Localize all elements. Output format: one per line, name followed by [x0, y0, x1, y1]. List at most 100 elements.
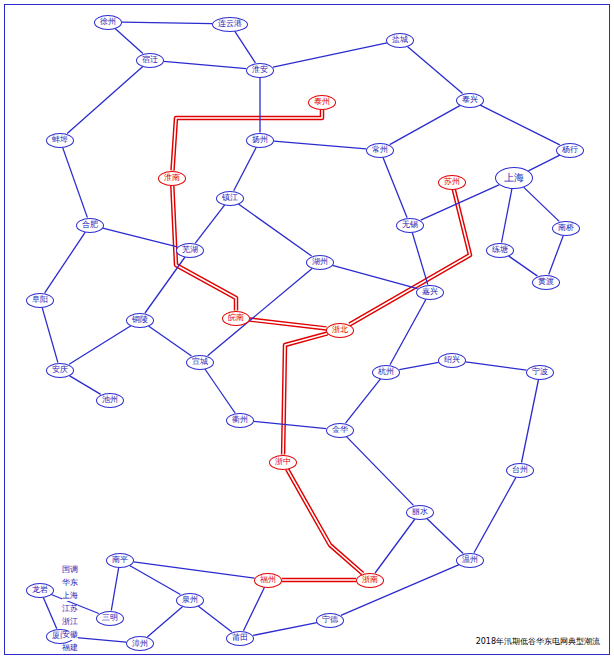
- substation-node: 泰兴: [456, 93, 484, 108]
- station-name: 南平: [112, 556, 128, 564]
- substation-node: 杭州: [372, 365, 400, 380]
- station-name: 泰州: [314, 98, 330, 106]
- line-stroke: [412, 232, 428, 284]
- line-stroke: [346, 379, 381, 423]
- transmission-line: [69, 326, 131, 365]
- line-stroke: [198, 606, 232, 632]
- line-inner: [350, 189, 471, 324]
- station-name: 扬州: [252, 136, 268, 144]
- station-name: 宁波: [532, 368, 548, 376]
- line-stroke: [250, 320, 327, 329]
- transmission-line: [549, 235, 564, 274]
- substation-node: 无锡: [396, 218, 424, 233]
- line-stroke: [399, 362, 438, 369]
- uhv-substation: 福州: [254, 573, 282, 588]
- substation-node: 连云港: [212, 17, 248, 32]
- substation-node: 温州: [456, 553, 484, 568]
- line-stroke: [134, 562, 255, 578]
- substation-node: 练塘: [486, 243, 514, 258]
- line-stroke: [509, 256, 538, 276]
- line-stroke: [390, 105, 461, 144]
- line-stroke: [347, 437, 414, 506]
- transmission-line: [427, 519, 463, 554]
- substation-node: 芜湖: [176, 243, 204, 258]
- station-name: 宿迁: [142, 56, 158, 64]
- transmission-line: [195, 205, 224, 243]
- transmission-line: [122, 22, 212, 24]
- substation-node: 漳州: [126, 636, 154, 651]
- line-stroke: [234, 147, 257, 191]
- transmission-line: [145, 257, 185, 313]
- station-name: 常州: [372, 146, 388, 154]
- line-stroke: [69, 326, 131, 365]
- line-stroke: [282, 578, 356, 583]
- transmission-line: [164, 61, 246, 68]
- substation-node: 湖州: [306, 255, 334, 270]
- line-stroke: [283, 333, 327, 454]
- line-stroke: [407, 46, 462, 93]
- substation-node: 扬州: [246, 133, 274, 148]
- station-name: 练塘: [492, 246, 508, 254]
- line-stroke: [274, 141, 366, 149]
- line-stroke: [164, 61, 246, 68]
- line-stroke: [42, 307, 58, 362]
- uhv-line: [287, 469, 363, 573]
- transmission-line: [273, 43, 387, 67]
- uhv-substation: 浙北: [326, 323, 354, 338]
- transmission-line: [412, 232, 428, 284]
- line-stroke: [45, 232, 86, 293]
- frame-border: [5, 5, 610, 655]
- line-inner: [173, 110, 323, 171]
- line-stroke: [375, 519, 415, 573]
- station-name: 泉州: [182, 596, 198, 604]
- station-name: 镇江: [222, 194, 238, 202]
- transmission-line: [522, 380, 539, 463]
- station-name: 皖南: [228, 314, 244, 322]
- substation-node: 南平: [106, 553, 134, 568]
- line-stroke: [383, 157, 407, 217]
- grid-owner-label: 上海: [62, 592, 78, 601]
- substation-node: 龙岩: [26, 583, 54, 598]
- line-stroke: [528, 155, 559, 171]
- line-stroke: [287, 469, 363, 573]
- substation-node: 上海: [495, 167, 533, 189]
- map-caption: 2018年汛期低谷华东电网典型潮流: [476, 636, 600, 647]
- substation-node: 阜阳: [26, 293, 54, 308]
- station-name: 莆田: [232, 634, 248, 642]
- transmission-line: [341, 565, 459, 616]
- substation-node: 杨行: [556, 143, 584, 158]
- substation-node: 南桥: [552, 221, 580, 236]
- transmission-line: [502, 189, 512, 243]
- transmission-line: [134, 562, 255, 578]
- substation-node: 安庆: [46, 363, 74, 378]
- line-stroke: [145, 257, 185, 313]
- uhv-substation: 浙中: [269, 455, 297, 470]
- transmission-line: [103, 228, 178, 247]
- transmission-line: [238, 204, 311, 256]
- substation-node: 宣城: [186, 355, 214, 370]
- line-stroke: [390, 299, 426, 365]
- station-name: 衢州: [232, 416, 248, 424]
- uhv-line: [350, 189, 471, 324]
- substation-node: 徐州: [94, 15, 122, 30]
- station-name: 三明: [102, 614, 118, 622]
- transmission-line: [390, 299, 426, 365]
- station-name: 淮南: [164, 174, 180, 182]
- station-name: 台州: [512, 466, 528, 474]
- transmission-line: [69, 376, 100, 395]
- transmission-line: [260, 78, 261, 133]
- line-stroke: [67, 66, 143, 133]
- station-name: 杭州: [378, 368, 394, 376]
- station-name: 浙中: [275, 458, 291, 466]
- substation-node: 淮安: [246, 63, 274, 78]
- grid-owner-label: 浙江: [62, 618, 78, 627]
- line-stroke: [235, 31, 256, 63]
- station-name: 杨行: [562, 146, 578, 154]
- line-inner: [282, 579, 356, 581]
- station-name: 丽水: [412, 508, 428, 516]
- transmission-line: [509, 256, 538, 276]
- station-name: 湖州: [312, 258, 328, 266]
- station-name: 宁德: [322, 616, 338, 624]
- line-stroke: [350, 189, 471, 324]
- station-name: 龙岩: [32, 586, 48, 594]
